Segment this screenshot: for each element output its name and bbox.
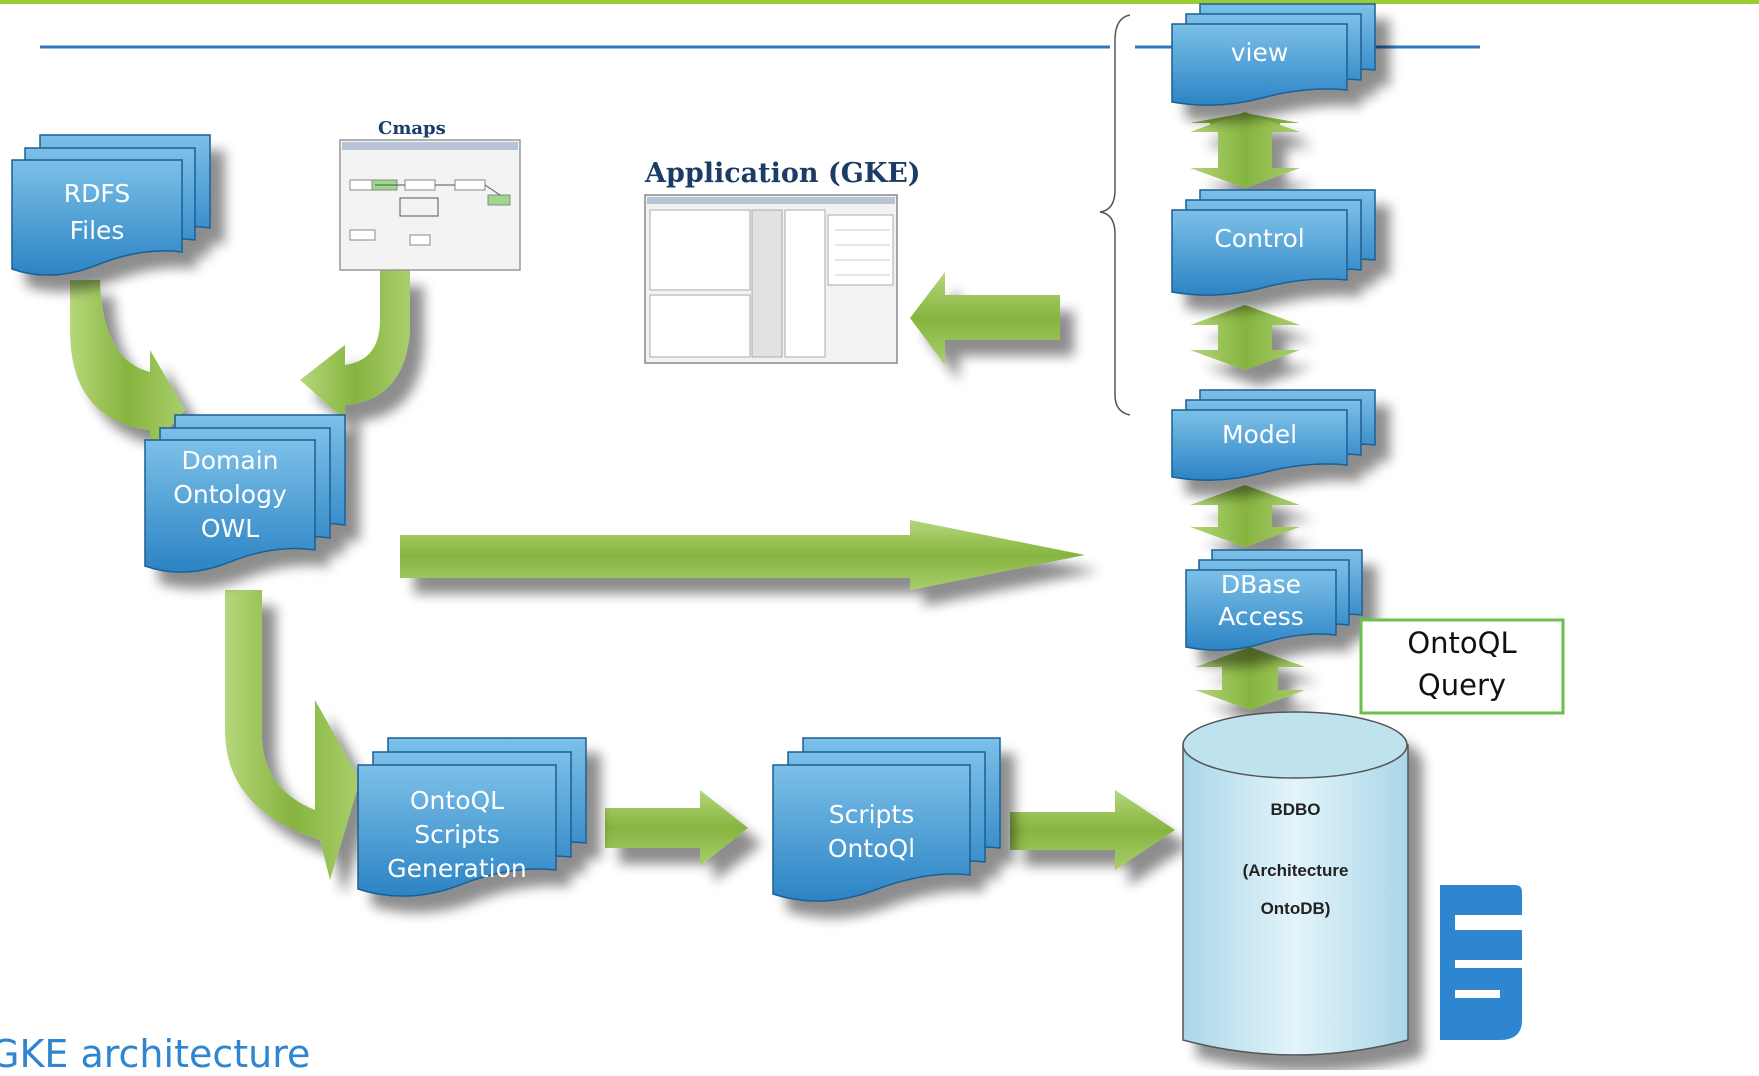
label-view: view (1230, 37, 1289, 67)
arrow-mvc-to-app (910, 272, 1060, 365)
label-model: Model (1221, 419, 1298, 449)
arrow-domain-to-mvc (400, 520, 1085, 590)
label-dbase-access: DBase Access (1218, 570, 1304, 631)
double-arrow-view-control (1190, 112, 1300, 188)
app-screenshot (644, 194, 898, 364)
cmaps-title: Cmaps (378, 118, 446, 139)
doc-ontoql-generation (357, 737, 587, 897)
doc-scripts-ontoql (772, 737, 1001, 902)
logo-icon (1440, 885, 1522, 1040)
footer-title: GKE architecture (0, 1032, 311, 1076)
label-ontoql-generation: OntoQL Scripts Generation (387, 786, 527, 883)
top-accent-line (0, 0, 1759, 4)
arrow-rdfs-to-domain (70, 280, 185, 450)
db-name: BDBO (1270, 800, 1321, 819)
arrow-domain-to-ontoql-gen (225, 590, 360, 880)
db-subtitle: (Architecture OntoDB) (1242, 861, 1349, 918)
doc-rdfs-files (11, 134, 211, 276)
double-arrow-model-dbase (1190, 485, 1300, 547)
doc-dbase-access (1185, 549, 1363, 651)
app-title: Application (GKE) (645, 158, 921, 189)
doc-domain-ontology (144, 414, 346, 573)
ontoql-query-box (1359, 618, 1565, 715)
label-rdfs-files: RDFS Files (63, 179, 131, 245)
database-cylinder (1182, 711, 1409, 1056)
arrow-scripts-to-db (1010, 790, 1175, 870)
label-control: Control (1214, 223, 1305, 253)
arrow-gen-to-scripts (605, 790, 748, 866)
cmaps-screenshot (339, 139, 521, 271)
ontoql-query-label: OntoQL Query (1407, 626, 1517, 702)
label-scripts-ontoql: Scripts OntoQl (827, 800, 916, 863)
arrow-cmaps-to-domain (300, 270, 410, 420)
double-arrow-control-model (1190, 305, 1300, 370)
mvc-brace (1099, 14, 1131, 416)
doc-model (1171, 389, 1376, 481)
label-domain-ontology: Domain Ontology OWL (173, 446, 287, 543)
doc-view (1171, 3, 1376, 106)
double-arrow-dbase-db (1195, 647, 1305, 710)
doc-control (1171, 189, 1376, 296)
